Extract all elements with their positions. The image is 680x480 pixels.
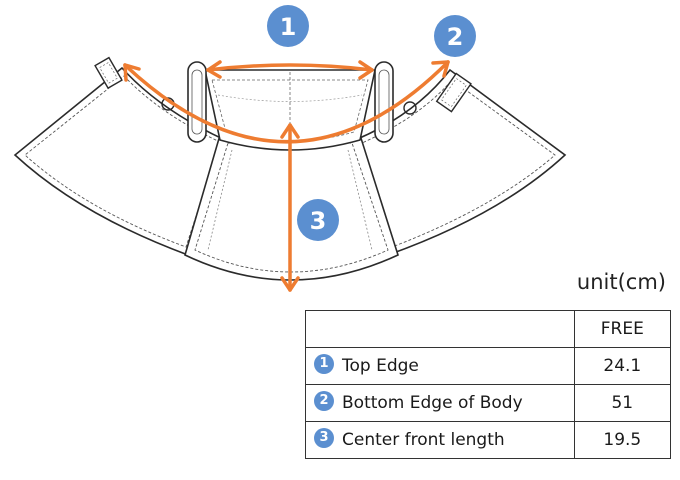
right-ring bbox=[403, 101, 417, 115]
left-side-loop bbox=[187, 61, 207, 143]
header-cell-size: FREE bbox=[573, 310, 672, 348]
right-side-loop bbox=[374, 61, 394, 143]
arrow-bottom-edge bbox=[123, 60, 450, 144]
row-label: Center front length bbox=[342, 430, 505, 450]
row-label: Top Edge bbox=[342, 356, 419, 376]
garment-diagram: 1 2 3 bbox=[13, 5, 567, 292]
marker-3-number: 3 bbox=[310, 207, 327, 235]
marker-1: 1 bbox=[267, 5, 309, 47]
unit-label: unit(cm) bbox=[576, 270, 666, 294]
marker-2-number: 2 bbox=[447, 23, 464, 51]
left-tab bbox=[94, 56, 123, 90]
row-label: Bottom Edge of Body bbox=[342, 393, 523, 413]
row-number-badge: 2 bbox=[314, 391, 334, 411]
row-number-badge: 3 bbox=[314, 428, 334, 448]
row-value: 51 bbox=[573, 384, 672, 422]
size-table: FREE 1 Top Edge 24.1 2 Bottom Edge of Body… bbox=[305, 310, 672, 459]
arrow-top-edge bbox=[206, 60, 374, 80]
row-value: 24.1 bbox=[573, 347, 672, 385]
table-row: 1 Top Edge 24.1 bbox=[305, 347, 672, 385]
row-number-badge: 1 bbox=[314, 354, 334, 374]
right-wing-panel bbox=[354, 68, 567, 257]
table-row: 3 Center front length 19.5 bbox=[305, 421, 672, 459]
table-header-row: FREE bbox=[305, 310, 672, 348]
marker-1-number: 1 bbox=[280, 13, 297, 41]
arrow-center-front bbox=[280, 123, 300, 292]
left-wing-panel bbox=[13, 66, 226, 257]
waistband bbox=[204, 69, 376, 151]
marker-2: 2 bbox=[434, 15, 476, 57]
marker-3: 3 bbox=[297, 199, 339, 241]
right-tab bbox=[435, 72, 472, 113]
table-row: 2 Bottom Edge of Body 51 bbox=[305, 384, 672, 422]
header-cell-label bbox=[305, 310, 575, 348]
row-value: 19.5 bbox=[573, 421, 672, 459]
